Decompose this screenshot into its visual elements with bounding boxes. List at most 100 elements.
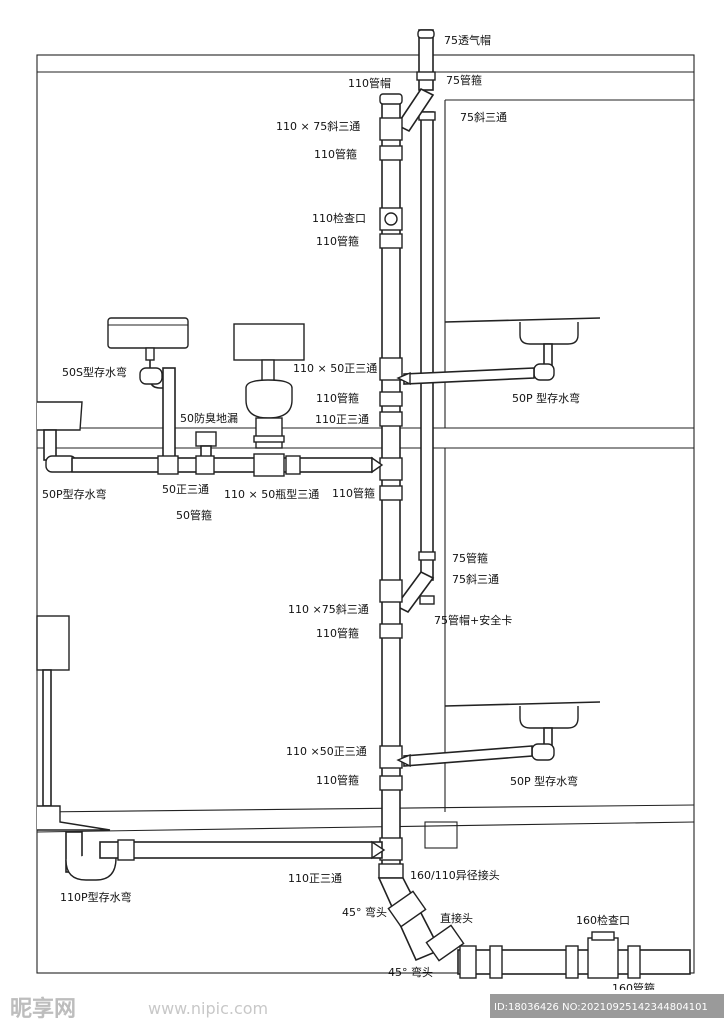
label-clamp-75-top: 75管箍 [446,73,482,87]
label-clamp-110-c: 110管箍 [316,391,359,405]
clamp-b-icon [379,233,403,249]
vent-cap-icon [417,29,435,39]
branch-110-clamp [117,839,135,861]
vent-cap-pipe [418,29,434,91]
sink-upper [519,322,579,345]
label-elbow-45-b: 45° 弯头 [388,965,433,979]
label-trap-50s: 50S型存水弯 [62,365,127,379]
branch-upper-entry [396,371,411,386]
clamp-c-icon [379,391,403,407]
left-basin [37,401,83,431]
s-trap-drop [162,367,176,465]
y-tee-mid-icon [379,579,403,603]
branch-110-entry [371,840,386,860]
branch-50-horizontal [71,457,373,473]
watermark-id-bg [490,994,724,1018]
watermark-id: ID:18036426 NO:20210925142344804101 [494,1002,708,1013]
floor-slab-2-bottom [36,821,695,833]
label-clamp-110-f: 110管箍 [316,773,359,787]
floor-drain-icon [195,431,217,447]
label-clamp-75-mid: 75管箍 [452,551,488,565]
label-elbow-45-a: 45° 弯头 [342,905,387,919]
clamp-160-a [489,945,503,979]
clamp-a-icon [379,145,403,161]
building-structure [36,54,695,974]
vent-stack-75 [394,29,436,614]
label-y-tee-110x75-top: 110 × 75斜三通 [276,120,360,133]
flush-pipe [42,669,52,807]
clamp-d-icon [379,485,403,501]
bottle-tee-icon [379,457,403,481]
label-tee-110x50-upper: 110 × 50正三通 [293,362,377,375]
label-reducer: 160/110异径接头 [410,869,500,882]
stack-cap-icon [379,93,403,105]
p-trap-upper-icon [533,363,555,381]
label-trap-110p: 110P型存水弯 [60,890,132,904]
clamp-50-icon [195,455,215,475]
label-clamp-110-a: 110管箍 [314,147,357,161]
floor-slab-2-top [36,804,695,813]
label-clamp-50: 50管箍 [176,508,212,522]
label-y-tee-75-mid: 75斜三通 [452,573,499,586]
s-trap-icon [139,367,163,385]
clamp-e-icon [379,623,403,639]
label-trap-50p-right-lower: 50P 型存水弯 [510,774,578,788]
label-trap-50p-left: 50P型存水弯 [42,487,107,501]
squat-pan [37,805,111,831]
cleanout-160-cap [591,931,615,941]
branch-clamp-icon [285,455,301,475]
reducer-icon [378,863,404,879]
label-trap-50p-right-upper: 50P 型存水弯 [512,391,580,405]
tee-lower-icon [379,745,403,769]
sink-lower [519,706,579,729]
main-stack-110 [378,93,404,879]
watermark-logo: 昵享网 [10,996,76,1022]
label-pipe-cap-110: 110管帽 [348,76,391,90]
watermark: 昵享网 www.nipic.com ID:18036426 NO:2021092… [0,990,724,1024]
outlet-160 [377,877,691,979]
p-trap-lower-icon [531,743,555,761]
cleanout-110-plug [384,212,398,226]
counter-upper [444,317,601,323]
tee-50-icon [157,455,179,475]
straight-joint-icon [425,924,465,962]
counter-lower [444,701,601,707]
vent-clamp-icon [416,71,436,81]
label-cleanout-160: 160检查口 [576,913,630,927]
toilet-neck [261,359,275,383]
branch-lower-entry [396,753,411,768]
basin-drain [145,347,155,361]
clamp-160-b [565,945,579,979]
toilet-flange [253,435,285,443]
toilet-tank [233,323,305,361]
lower-floor-right [396,701,601,768]
clamp-f-icon [379,775,403,791]
upper-floor-left [37,317,384,477]
building-outline [36,54,695,974]
label-clamp-110-e: 110管箍 [316,626,359,640]
label-bottle-tee: 110 × 50瓶型三通 [224,487,319,501]
upper-floor-right [396,317,601,386]
label-cap-75-clip: 75管帽+安全卡 [434,613,512,627]
vent-cap-clip-icon [419,595,435,605]
label-y-tee-110x75-mid: 110 ×75斜三通 [288,603,369,616]
cleanout-160-icon [587,937,619,979]
elbow-joint-icon [387,890,427,928]
lower-floor-left [36,615,386,881]
floor-slab-2-beam [424,821,458,849]
branch-entry-arrow [371,456,384,474]
label-clamp-110-d: 110管箍 [332,486,375,500]
wash-basin [107,317,189,349]
branch-110-lower [99,841,383,859]
clamp-160-c [627,945,641,979]
toilet-bowl [245,379,293,419]
y-tee-upper-icon [379,117,403,141]
vent-pipe-long [420,111,434,581]
tee-upper-icon [379,357,403,381]
label-straight-joint: 直接头 [440,911,473,925]
label-tee-110-lower: 110正三通 [288,872,342,885]
label-vent-cap: 75透气帽 [444,33,491,47]
tee-110-upper-icon [379,411,403,427]
label-cleanout-110: 110检查口 [312,211,366,225]
